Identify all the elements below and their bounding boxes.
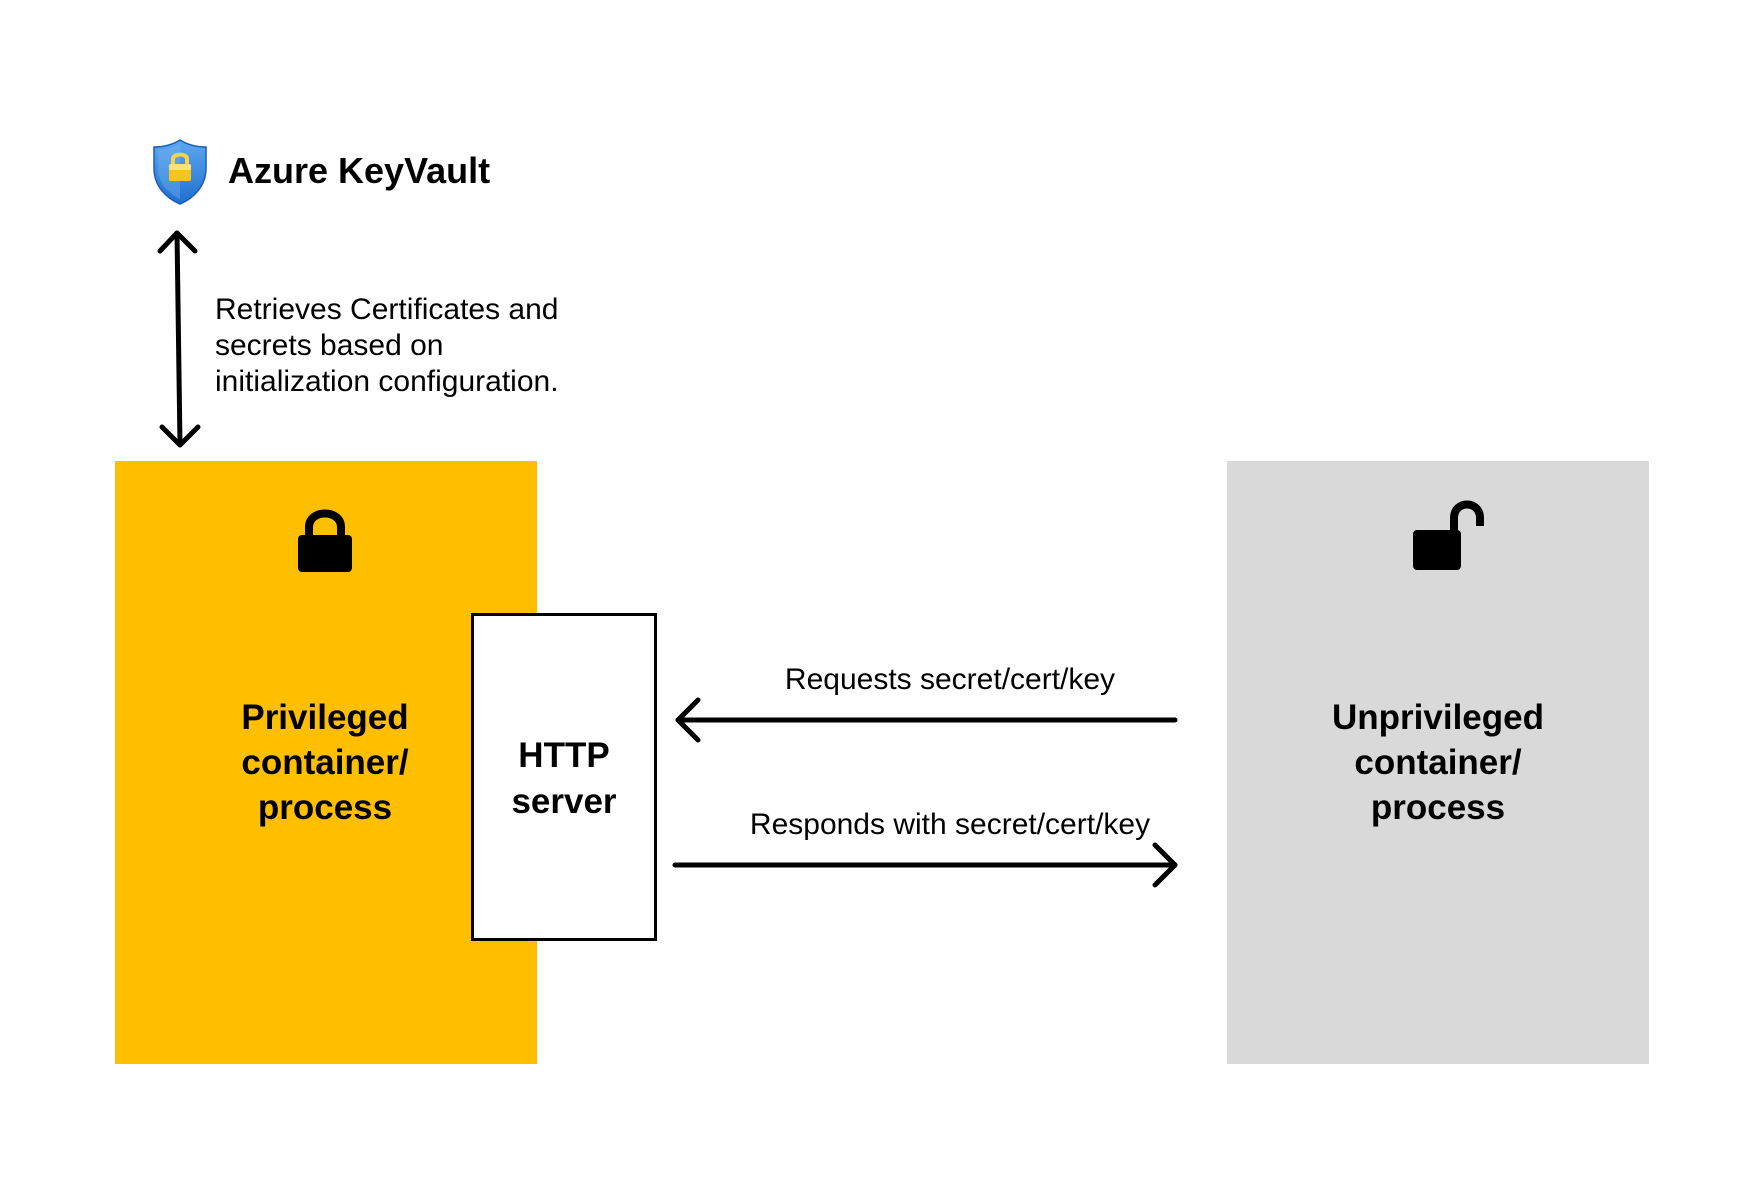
response-arrow-label: Responds with secret/cert/key <box>749 808 1151 841</box>
bidirectional-arrow-icon <box>157 230 201 448</box>
label-line: Unprivileged <box>1332 698 1544 737</box>
keyvault-description-line: initialization configuration. <box>215 365 559 398</box>
privileged-container-label: Privileged container/ process <box>190 695 460 830</box>
lock-closed-icon <box>298 509 352 572</box>
http-server-label: HTTP server <box>471 733 657 825</box>
keyvault-description-line: secrets based on <box>215 329 444 362</box>
label-line: container/ <box>241 743 409 782</box>
label-line: server <box>511 782 617 821</box>
unprivileged-container-label: Unprivileged container/ process <box>1303 695 1573 830</box>
lock-open-icon <box>1413 500 1484 570</box>
arrow-right-icon <box>672 842 1178 888</box>
request-arrow-label: Requests secret/cert/key <box>784 663 1116 696</box>
label-line: HTTP <box>518 736 610 775</box>
arrow-left-icon <box>675 697 1178 743</box>
shield-lock-icon <box>153 139 207 205</box>
keyvault-description-line: Retrieves Certificates and <box>215 293 559 326</box>
label-line: process <box>257 788 393 827</box>
keyvault-description: Retrieves Certificates and secrets based… <box>215 292 559 400</box>
label-line: process <box>1370 788 1506 827</box>
keyvault-title: Azure KeyVault <box>228 150 491 191</box>
http-server-box <box>471 613 657 941</box>
label-line: Privileged <box>241 698 409 737</box>
label-line: container/ <box>1354 743 1522 782</box>
